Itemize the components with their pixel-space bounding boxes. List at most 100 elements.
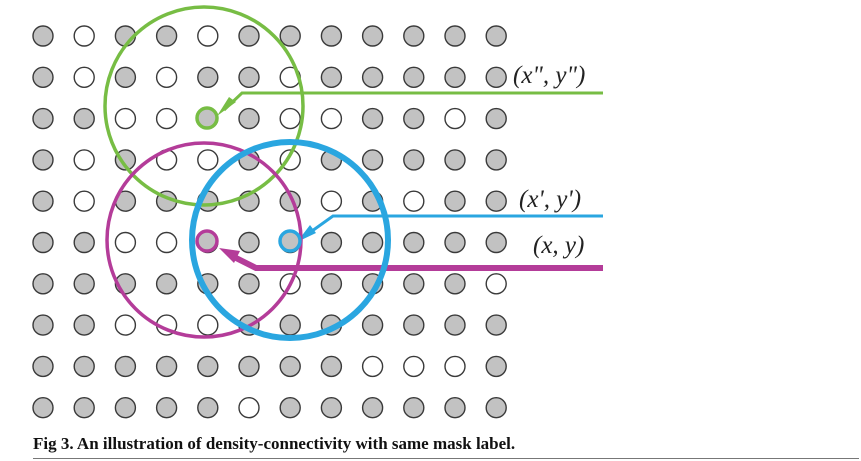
blue-pointer-line	[304, 214, 603, 238]
filled-point-r9-c1	[73, 397, 95, 419]
filled-point-r6-c10	[444, 273, 466, 295]
green-neighborhood-circle	[103, 5, 305, 207]
empty-point-r4-c7	[320, 190, 343, 212]
filled-point-r6-c3	[155, 273, 178, 295]
empty-point-r8-c10	[444, 355, 466, 378]
filled-point-r0-c11	[485, 25, 507, 47]
filled-point-r5-c8	[361, 231, 384, 254]
empty-point-r8-c9	[403, 355, 425, 378]
filled-point-r5-c7	[320, 231, 343, 254]
filled-point-r8-c1	[73, 355, 95, 378]
filled-point-r0-c3	[155, 25, 178, 47]
empty-point-r4-c9	[403, 190, 425, 212]
filled-point-r6-c5	[238, 273, 260, 295]
filled-point-r9-c2	[114, 397, 137, 419]
point-grid	[32, 25, 507, 419]
filled-point-r3-c10	[444, 149, 466, 171]
empty-point-r5-c3	[155, 231, 178, 254]
empty-point-r0-c4	[197, 25, 219, 47]
filled-point-r6-c9	[403, 273, 425, 295]
green-arrowhead	[217, 97, 236, 116]
filled-point-r1-c2	[114, 66, 137, 89]
point-xp-label: (x', y')	[519, 186, 581, 213]
filled-point-r4-c10	[444, 190, 466, 212]
filled-point-r7-c6	[279, 314, 301, 336]
empty-point-r1-c3	[155, 66, 178, 89]
filled-point-r0-c5	[238, 25, 260, 47]
filled-point-r9-c11	[485, 397, 507, 419]
filled-point-r2-c1	[73, 107, 95, 130]
filled-point-r5-c1	[73, 231, 95, 254]
filled-point-r0-c7	[320, 25, 343, 47]
filled-point-r8-c11	[485, 355, 507, 378]
empty-point-r7-c2	[114, 314, 137, 336]
empty-point-r8-c8	[361, 355, 384, 378]
filled-point-r7-c11	[485, 314, 507, 336]
filled-point-r4-c0	[32, 190, 54, 212]
filled-point-r1-c11	[485, 66, 507, 89]
empty-point-r5-c2	[114, 231, 137, 254]
filled-point-r9-c0	[32, 397, 54, 419]
point-xpp-label: (x", y")	[513, 62, 585, 89]
empty-point-r7-c4	[197, 314, 219, 336]
empty-point-r6-c11	[485, 273, 507, 295]
filled-point-r2-c5	[238, 107, 260, 130]
filled-point-r7-c1	[73, 314, 95, 336]
filled-point-r5-c10	[444, 231, 466, 254]
filled-point-r8-c6	[279, 355, 301, 378]
filled-point-r2-c11	[485, 107, 507, 130]
filled-point-r9-c8	[361, 397, 384, 419]
empty-point-r4-c1	[73, 190, 95, 212]
filled-point-r6-c0	[32, 273, 54, 295]
filled-point-r0-c8	[361, 25, 384, 47]
filled-point-r1-c4	[197, 66, 219, 89]
filled-point-r9-c4	[197, 397, 219, 419]
filled-point-r2-c9	[403, 107, 425, 130]
filled-point-r0-c10	[444, 25, 466, 47]
blue-neighborhood-circle	[189, 139, 391, 341]
point-x-label: (x, y)	[533, 232, 584, 259]
filled-point-r8-c0	[32, 355, 54, 378]
filled-point-r3-c0	[32, 149, 54, 171]
filled-point-r9-c7	[320, 397, 343, 419]
filled-point-r8-c4	[197, 355, 219, 378]
empty-point-r0-c1	[73, 25, 95, 47]
filled-point-r0-c6	[279, 25, 301, 47]
empty-point-r2-c6	[279, 107, 301, 130]
filled-point-r8-c5	[238, 355, 260, 378]
filled-point-r1-c7	[320, 66, 343, 89]
filled-point-r5-c9	[403, 231, 425, 254]
highlighted-points	[195, 106, 302, 253]
filled-point-r1-c8	[361, 66, 384, 89]
figure-caption: Fig 3. An illustration of density-connec…	[33, 434, 516, 453]
filled-point-r3-c8	[361, 149, 384, 171]
pointer-lines	[217, 91, 603, 271]
filled-point-r6-c1	[73, 273, 95, 295]
caption-rule	[33, 458, 859, 459]
empty-point-r1-c1	[73, 66, 95, 89]
filled-point-r0-c0	[32, 25, 54, 47]
filled-point-r0-c9	[403, 25, 425, 47]
filled-point-r4-c11	[485, 190, 507, 212]
magenta-pointer-line	[230, 253, 603, 271]
filled-point-r2-c0	[32, 107, 54, 130]
empty-point-r2-c2	[114, 107, 137, 130]
filled-point-r1-c10	[444, 66, 466, 89]
filled-point-r7-c9	[403, 314, 425, 336]
density-diagram: (x", y") (x', y') (x, y)	[32, 5, 603, 419]
filled-point-r3-c11	[485, 149, 507, 171]
filled-point-r7-c8	[361, 314, 384, 336]
filled-point-r1-c9	[403, 66, 425, 89]
green-pointer-line	[222, 91, 603, 112]
filled-point-r8-c2	[114, 355, 137, 378]
filled-point-r9-c9	[403, 397, 425, 419]
filled-point-r5-c5	[238, 231, 260, 254]
point-x-highlight	[195, 229, 219, 253]
magenta-arrowhead	[219, 248, 240, 263]
empty-point-r2-c10	[444, 107, 466, 130]
filled-point-r3-c2	[114, 149, 137, 171]
filled-point-r6-c7	[320, 273, 343, 295]
empty-point-r2-c7	[320, 107, 343, 130]
empty-point-r2-c3	[155, 107, 178, 130]
empty-point-r9-c5	[238, 397, 260, 419]
